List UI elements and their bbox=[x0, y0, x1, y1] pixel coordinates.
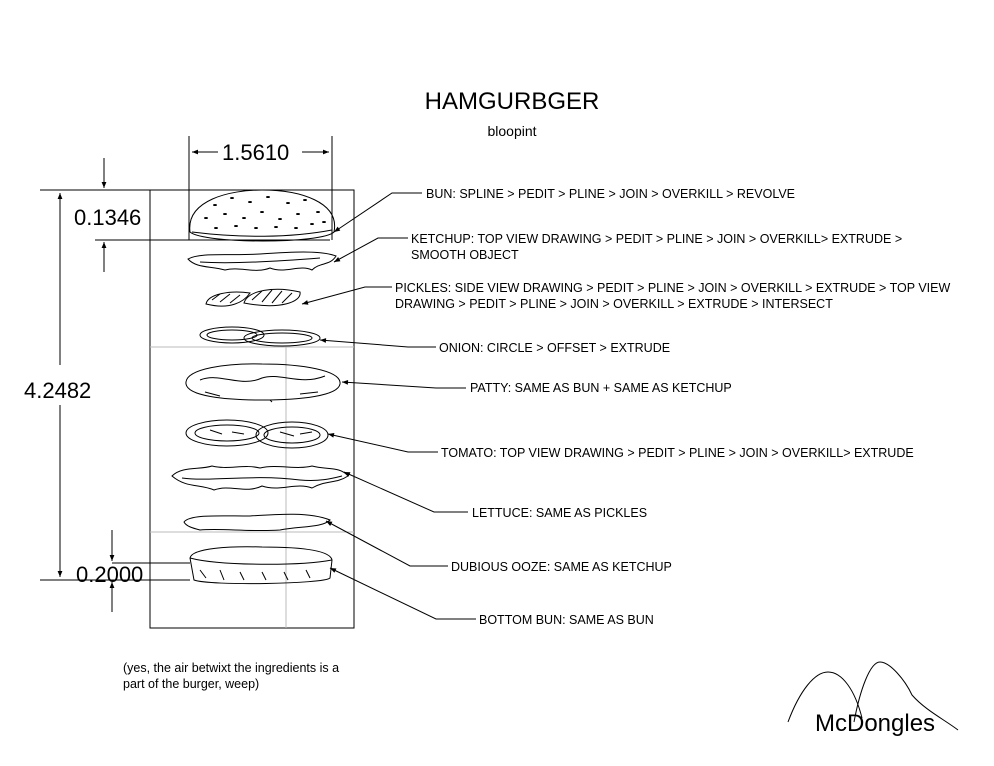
callout-pickles: PICKLES: SIDE VIEW DRAWING > PEDIT > PLI… bbox=[395, 280, 950, 312]
callout-tomato-line: TOMATO: TOP VIEW DRAWING > PEDIT > PLINE… bbox=[441, 446, 914, 460]
onion-shape bbox=[199, 326, 321, 347]
leader-bottom-bun bbox=[329, 567, 476, 620]
leader-patty bbox=[341, 379, 466, 389]
width-dimension bbox=[188, 136, 333, 240]
callout-pickles-line-2: DRAWING > PEDIT > PLINE > JOIN > OVERKIL… bbox=[395, 297, 833, 311]
mcdongles-logo-arches bbox=[787, 661, 959, 731]
page-subtitle: bloopint bbox=[487, 123, 537, 139]
callout-ooze: DUBIOUS OOZE: SAME AS KETCHUP bbox=[451, 559, 672, 575]
patty-shape bbox=[185, 363, 341, 403]
leader-bun bbox=[333, 192, 422, 233]
callout-bun: BUN: SPLINE > PEDIT > PLINE > JOIN > OVE… bbox=[426, 186, 795, 202]
leader-ketchup bbox=[333, 237, 408, 263]
leader-tomato bbox=[327, 432, 438, 453]
leader-lettuce bbox=[343, 471, 468, 513]
top-bun-shape bbox=[189, 189, 336, 242]
callout-lettuce: LETTUCE: SAME AS PICKLES bbox=[472, 505, 647, 521]
callout-lettuce-line: LETTUCE: SAME AS PICKLES bbox=[472, 506, 648, 520]
leader-pickles bbox=[301, 286, 392, 305]
mcdongles-logo-text: McDongles bbox=[815, 710, 936, 737]
leader-onion bbox=[319, 338, 436, 348]
callout-patty-line: PATTY: SAME AS BUN + SAME AS KETCHUP bbox=[470, 381, 732, 395]
callout-ketchup: KETCHUP: TOP VIEW DRAWING > PEDIT > PLIN… bbox=[411, 231, 902, 263]
footnote-line-2: part of the burger, weep) bbox=[123, 677, 260, 691]
callout-bottom-bun: BOTTOM BUN: SAME AS BUN bbox=[479, 612, 654, 628]
callout-patty: PATTY: SAME AS BUN + SAME AS KETCHUP bbox=[470, 380, 732, 396]
top-bun-dimension-value: 0.1346 bbox=[74, 205, 142, 230]
pickles-shape bbox=[205, 288, 301, 307]
tomato-shape bbox=[185, 419, 329, 449]
width-dimension-value: 1.5610 bbox=[222, 140, 290, 165]
leader-lines bbox=[301, 192, 476, 620]
footnote-line-1: (yes, the air betwixt the ingredients is… bbox=[123, 661, 340, 675]
callout-ketchup-line-1: KETCHUP: TOP VIEW DRAWING > PEDIT > PLIN… bbox=[411, 232, 903, 246]
leader-ooze bbox=[325, 520, 448, 567]
callout-bottom-bun-line: BOTTOM BUN: SAME AS BUN bbox=[479, 613, 654, 627]
callout-ooze-line: DUBIOUS OOZE: SAME AS KETCHUP bbox=[451, 560, 672, 574]
bounding-box bbox=[149, 189, 355, 629]
page-title: HAMGURBGER bbox=[424, 88, 600, 115]
bottom-bun-dimension bbox=[40, 530, 190, 612]
bottom-bun-shape bbox=[189, 546, 333, 585]
ketchup-shape bbox=[187, 251, 337, 271]
callout-bun-line: BUN: SPLINE > PEDIT > PLINE > JOIN > OVE… bbox=[426, 187, 796, 201]
callout-onion: ONION: CIRCLE > OFFSET > EXTRUDE bbox=[439, 340, 670, 356]
height-dimension-value: 4.2482 bbox=[24, 378, 92, 403]
callout-ketchup-line-2: SMOOTH OBJECT bbox=[411, 248, 519, 262]
footnote: (yes, the air betwixt the ingredients is… bbox=[123, 660, 339, 692]
callout-pickles-line-1: PICKLES: SIDE VIEW DRAWING > PEDIT > PLI… bbox=[395, 281, 951, 295]
bottom-bun-dimension-value: 0.2000 bbox=[76, 562, 144, 587]
ooze-shape bbox=[183, 513, 331, 532]
lettuce-shape bbox=[171, 465, 349, 491]
callout-onion-line: ONION: CIRCLE > OFFSET > EXTRUDE bbox=[439, 341, 671, 355]
callout-tomato: TOMATO: TOP VIEW DRAWING > PEDIT > PLINE… bbox=[441, 445, 914, 461]
